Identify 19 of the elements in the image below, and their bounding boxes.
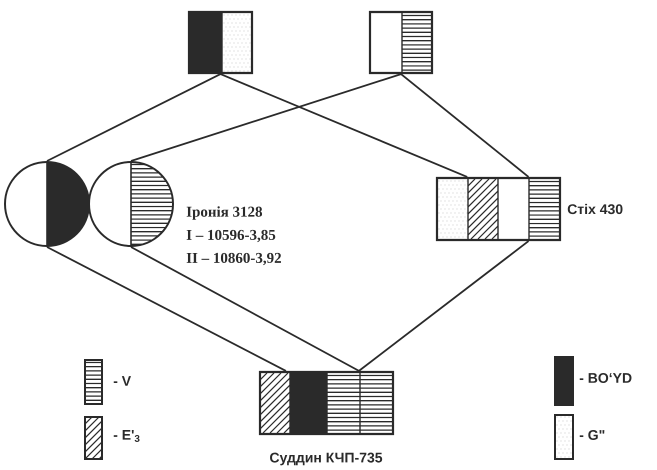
connector-line: [46, 73, 221, 162]
connector-line: [46, 246, 286, 372]
variety-label: Іронія 3128: [186, 206, 262, 220]
connector-line: [358, 240, 530, 372]
legend-label: - V: [114, 376, 131, 386]
variety-label: Суддин КЧП-735: [270, 452, 382, 466]
split-box: [368, 10, 434, 74]
variety-label: Стіх 430: [568, 204, 622, 214]
split-circle: [4, 161, 90, 247]
connector-line: [400, 73, 530, 178]
connector-line: [220, 73, 468, 178]
legend-label: - G": [580, 430, 604, 440]
split-box: [188, 10, 254, 74]
connector-line: [130, 73, 402, 162]
connector-line: [130, 246, 360, 372]
legend-label: - BO‘YD: [580, 373, 632, 383]
variety-label: I – 10596-3,85: [186, 230, 276, 242]
legend-label: - E'$_{3}$: [114, 430, 140, 442]
variety-label: II – 10860-3,92: [186, 252, 281, 266]
